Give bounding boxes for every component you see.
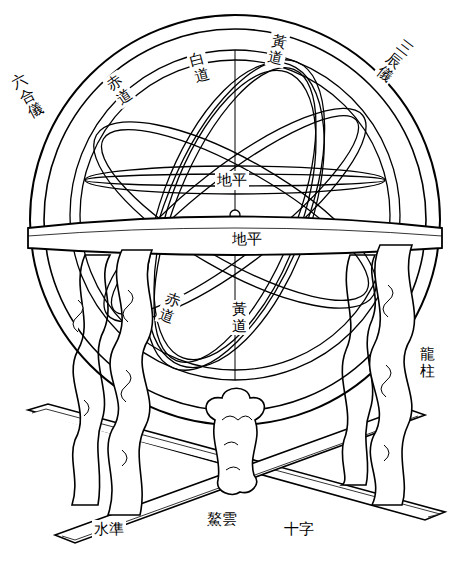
cloud-pillar [206,388,264,494]
part-label: 黃道 [265,30,291,68]
part-label: 地平 [215,171,249,190]
dragon-pillar [73,245,415,515]
part-label: 鰲雲 [205,510,239,529]
part-label: 龍柱 [418,345,437,380]
part-label: 十字 [282,520,316,539]
part-label: 赤道 [102,70,138,110]
part-label: 三辰儀 [371,35,418,87]
part-label: 水準 [92,520,126,539]
part-label: 地平 [230,230,264,249]
part-label: 六合儀 [7,69,48,123]
part-label: 黃道 [230,300,249,335]
part-label: 白道 [186,48,213,87]
part-label: 赤道 [155,288,185,327]
